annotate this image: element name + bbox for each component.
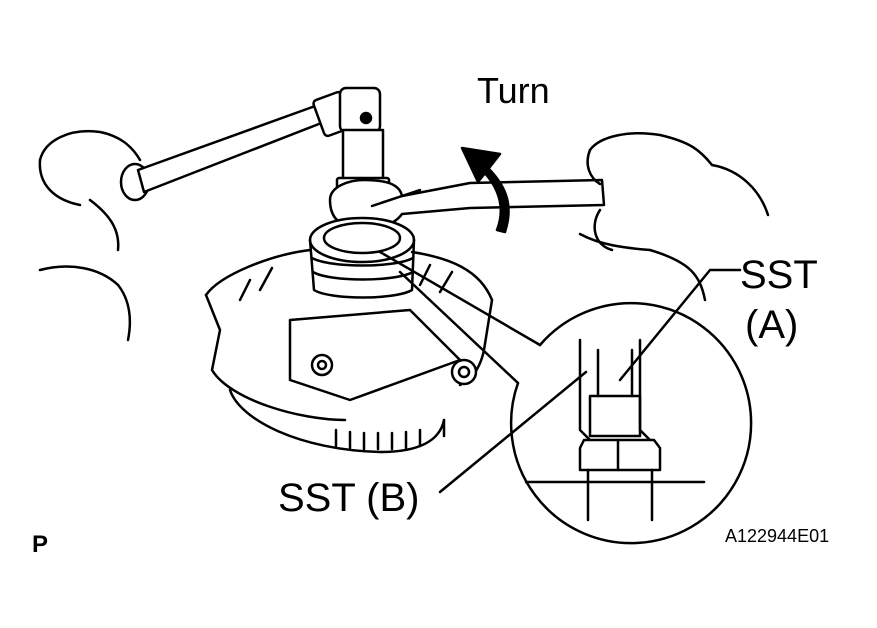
ratchet-handle [136, 86, 382, 194]
cooling-fins [238, 263, 454, 451]
corner-mark: P [32, 531, 49, 558]
turn-arrow [460, 146, 510, 234]
sst-a-label-line1: SST [740, 253, 818, 297]
right-hand [578, 132, 770, 302]
leader-lines [438, 268, 742, 494]
sst-a-label-line2: (A) [745, 303, 799, 347]
turn-label: Turn [477, 70, 550, 111]
alternator-body [204, 216, 494, 454]
detail-callout [378, 250, 753, 545]
left-hand [38, 129, 151, 342]
sst-b-label: SST (B) [278, 476, 420, 520]
figure-id: A122944E01 [725, 526, 830, 546]
